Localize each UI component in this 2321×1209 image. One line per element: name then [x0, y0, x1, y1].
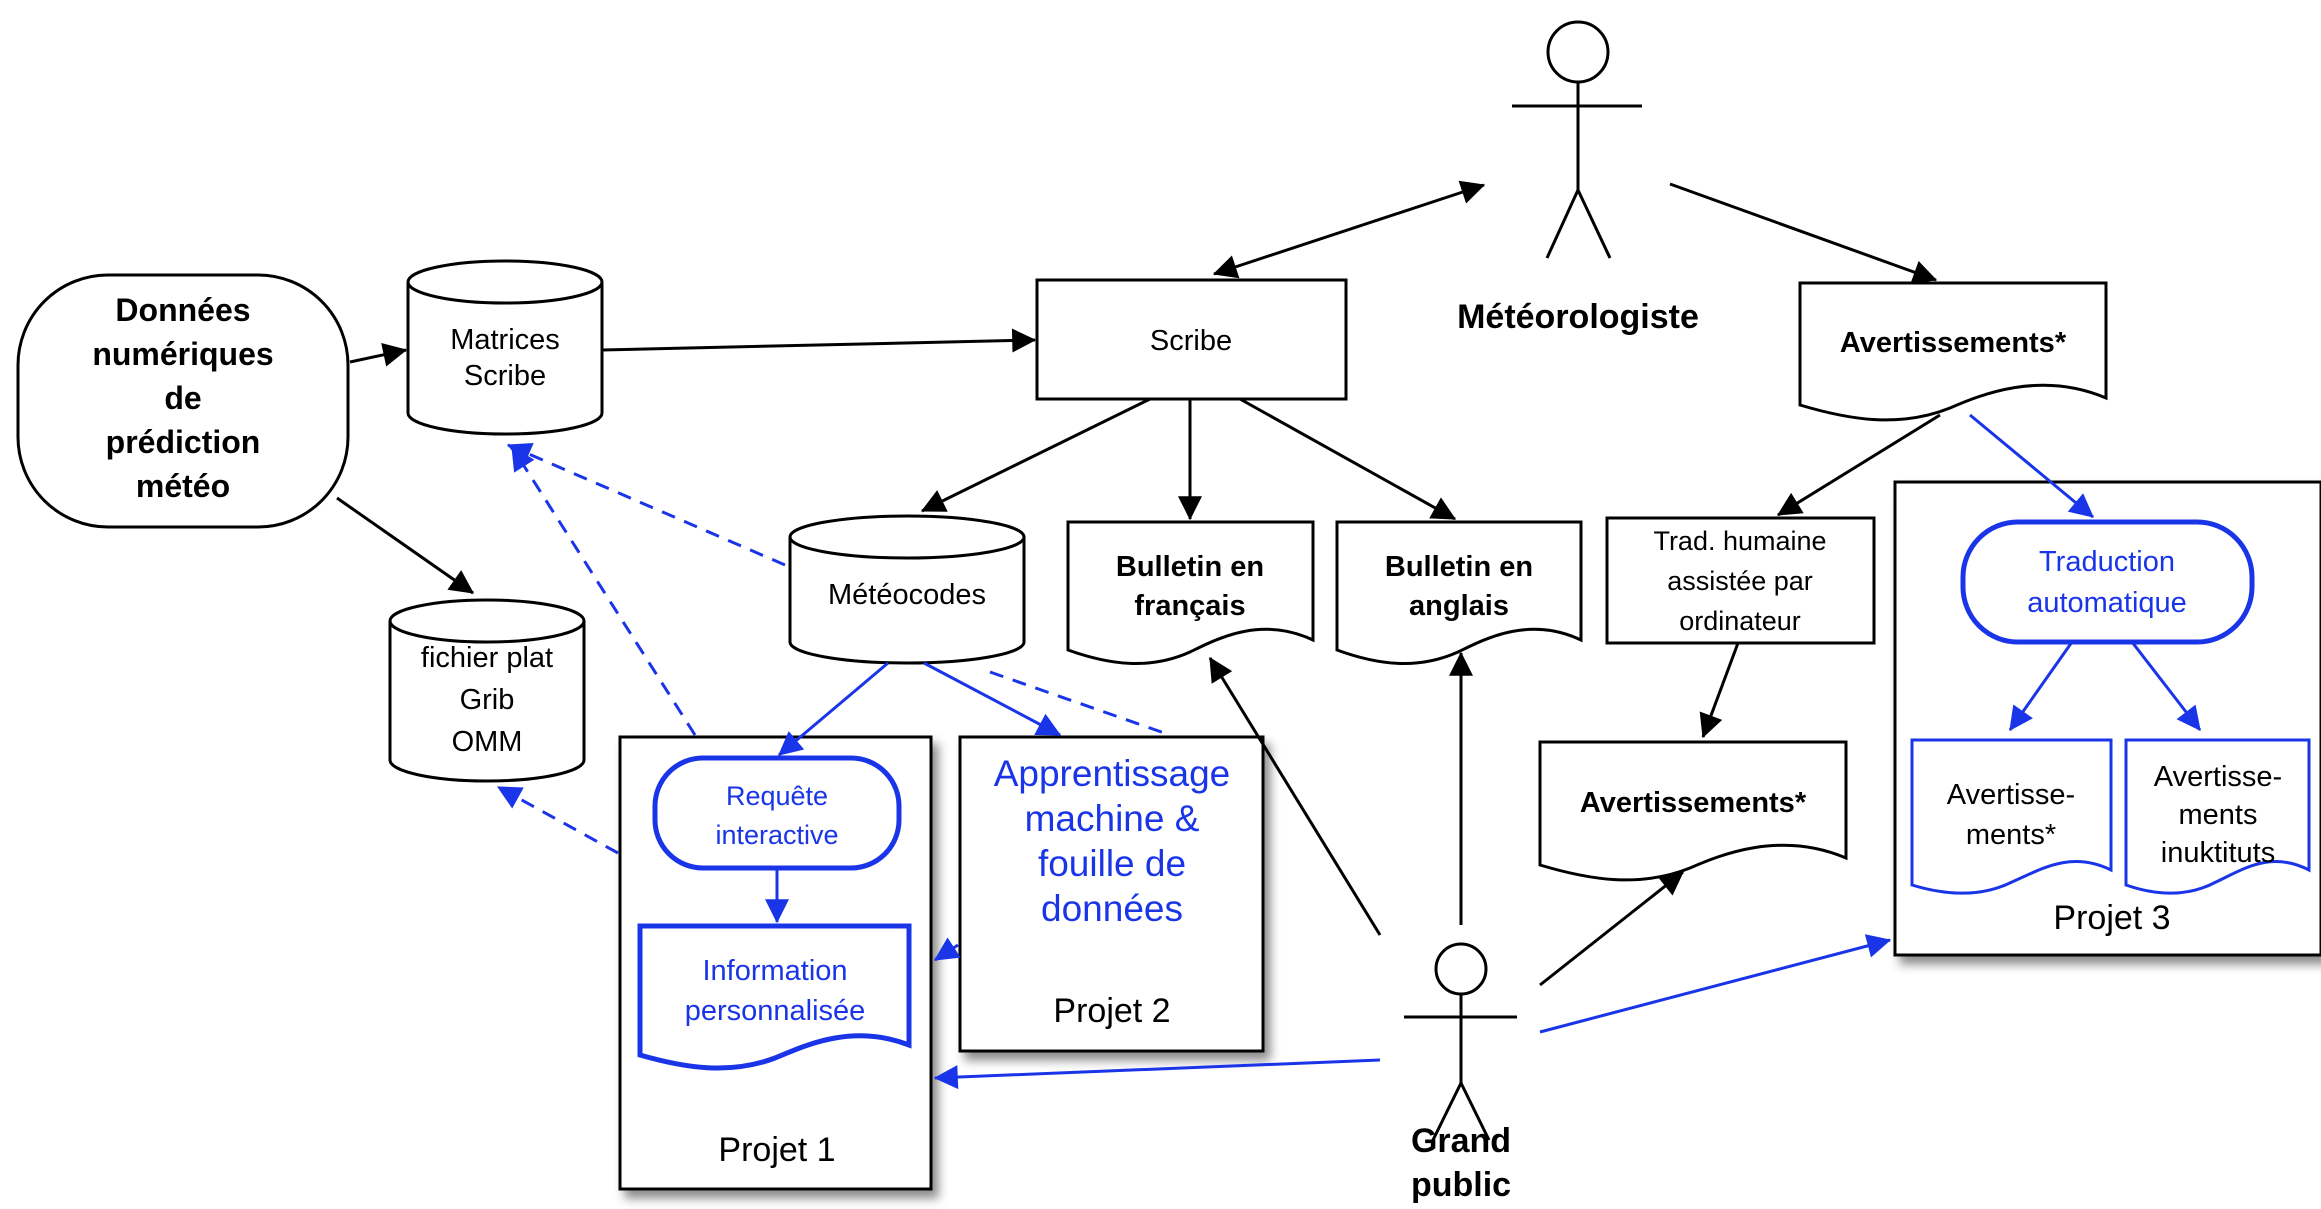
matrices-line-2: Scribe [464, 360, 546, 392]
projet2-box [958, 735, 1265, 1053]
traduction-line-1: Traduction [2039, 546, 2175, 578]
avert-proj3-line-1: Avertisse- [1947, 779, 2075, 811]
grand-public-line-1: Grand [1411, 1122, 1511, 1160]
edge-matrices-scribe [601, 328, 1037, 353]
projet2-label: Projet 2 [1053, 992, 1170, 1030]
edge-dashed-meteocodes-matrices [506, 443, 786, 567]
matrices-line-1: Matrices [450, 324, 560, 356]
edge-donnees-fichier [336, 496, 474, 595]
donnees-line-5: météo [136, 468, 230, 504]
projet1-label: Projet 1 [718, 1131, 835, 1169]
scribe-label: Scribe [1150, 325, 1232, 357]
matrices-scribe-db: Matrices Scribe [406, 259, 604, 436]
fichier-grib-db: fichier plat Grib OMM [388, 598, 586, 783]
avert-inuk-line-3: inuktituts [2161, 837, 2275, 869]
edge-scribe-meteorologiste [1212, 180, 1486, 279]
edge-traduction-avert-inuk [2130, 641, 2202, 731]
edge-donnees-matrices [349, 343, 408, 367]
projet3-label: Projet 3 [2053, 899, 2170, 937]
bulletin-en-doc: Bulletin en anglais [1335, 520, 1583, 665]
meteocodes-db: Météocodes [788, 514, 1026, 665]
bulletin-fr-line-2: français [1134, 590, 1245, 622]
bulletin-fr-doc: Bulletin en français [1066, 520, 1315, 665]
avert-proj3-line-2: ments* [1966, 819, 2056, 851]
avertissements-top-doc: Avertissements* [1798, 281, 2108, 422]
apprentissage-line-3: fouille de [1038, 843, 1186, 884]
avert-inuk-line-1: Avertisse- [2154, 761, 2282, 793]
edge-avertissements-trad [1776, 413, 1941, 517]
avertissements-proj3-doc: Avertisse- ments* [1910, 738, 2113, 895]
edge-dashed-projet1-matrices [510, 445, 697, 736]
donnees-node: Données numériques de prédiction météo [16, 273, 350, 529]
meteorologiste-label: Météorologiste [1457, 298, 1699, 336]
trad-line-1: Trad. humaine [1653, 526, 1826, 556]
avertissements-inuktituts-doc: Avertisse- ments inuktituts [2124, 738, 2311, 895]
apprentissage-node: Apprentissage machine & fouille de donné… [994, 753, 1231, 929]
edge-meteorologiste-avertissements [1669, 182, 1938, 284]
grand-public-line-2: public [1411, 1166, 1511, 1204]
edge-public-avertissements-mid [1539, 870, 1684, 987]
apprentissage-line-4: données [1041, 888, 1183, 929]
edge-scribe-meteocodes [920, 397, 1151, 513]
trad-humaine-process: Trad. humaine assistée par ordinateur [1605, 516, 1876, 645]
avertissements-top-label: Avertissements* [1840, 327, 2067, 359]
information-line-2: personnalisée [685, 995, 866, 1027]
scribe-process: Scribe [1035, 278, 1348, 401]
bulletin-en-line-2: anglais [1409, 590, 1509, 622]
donnees-line-2: numériques [92, 336, 273, 372]
edge-trad-avertissements-mid [1699, 642, 1740, 739]
traduction-line-2: automatique [2027, 587, 2187, 619]
edge-public-bulletin-fr [1208, 656, 1382, 936]
fichier-line-2: Grib [460, 684, 515, 716]
trad-line-2: assistée par [1667, 566, 1813, 596]
edge-scribe-bulletin-en [1239, 397, 1457, 521]
donnees-line-4: prédiction [106, 424, 261, 460]
edge-avertissements-traduction [1969, 413, 2094, 519]
edge-public-projet1 [933, 1058, 1381, 1090]
edge-dashed-projet1-fichier [496, 785, 619, 855]
apprentissage-line-1: Apprentissage [994, 753, 1231, 794]
fichier-line-1: fichier plat [421, 642, 553, 674]
requete-interactive-node: Requête interactive [652, 755, 902, 871]
bulletin-fr-line-1: Bulletin en [1116, 551, 1264, 583]
edge-public-projet3 [1539, 934, 1892, 1034]
traduction-automatique-node: Traduction automatique [1960, 519, 2255, 645]
edge-dashed-meteocodes-projet2 [989, 670, 1171, 737]
trad-line-3: ordinateur [1679, 606, 1801, 636]
meteorologiste-actor [1512, 20, 1642, 259]
avert-inuk-line-2: ments [2179, 799, 2258, 831]
donnees-line-3: de [164, 380, 201, 416]
requete-line-2: interactive [715, 820, 838, 850]
requete-line-1: Requête [726, 781, 828, 811]
avertissements-mid-doc: Avertissements* [1538, 740, 1848, 882]
edge-meteocodes-apprentissage [923, 661, 1062, 737]
edge-traduction-avert-proj3 [2008, 641, 2074, 731]
information-line-1: Information [702, 955, 847, 987]
bulletin-en-line-1: Bulletin en [1385, 551, 1533, 583]
fichier-line-3: OMM [452, 726, 523, 758]
edge-apprentissage-information [933, 937, 961, 962]
meteocodes-label: Météocodes [828, 579, 986, 611]
grand-public-actor [1404, 942, 1517, 1141]
avertissements-mid-label: Avertissements* [1580, 787, 1807, 819]
donnees-line-1: Données [115, 292, 250, 328]
information-personnalisee-doc: Information personnalisée [637, 923, 912, 1071]
edge-meteocodes-requete [778, 661, 889, 757]
apprentissage-line-2: machine & [1025, 798, 1200, 839]
